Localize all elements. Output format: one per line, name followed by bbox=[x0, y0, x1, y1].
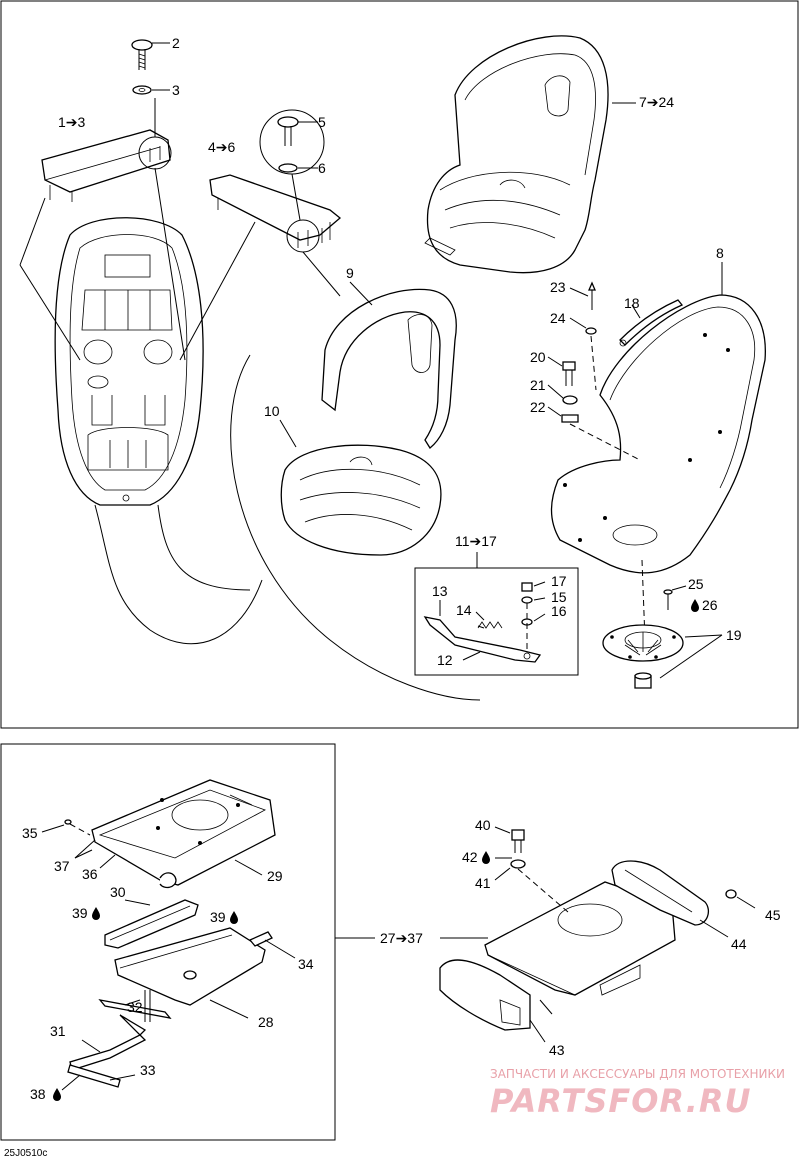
callout-28: 28 bbox=[258, 1014, 274, 1030]
callout-37: 37 bbox=[54, 858, 70, 874]
bolt-20 bbox=[562, 361, 576, 386]
callout-3: 3 bbox=[172, 82, 180, 98]
hinge-kit-frame bbox=[414, 567, 579, 676]
callout-35: 35 bbox=[22, 825, 38, 841]
seat-pad-4-6 bbox=[209, 174, 342, 253]
seat-shell-8 bbox=[550, 294, 766, 574]
backrest-9 bbox=[321, 288, 457, 449]
callout-33: 33 bbox=[140, 1062, 156, 1078]
oil-drop-icon bbox=[482, 851, 490, 864]
cap-45 bbox=[725, 889, 737, 899]
callout-42: 42 bbox=[462, 849, 478, 865]
bolt-2 bbox=[131, 39, 153, 70]
callout-41: 41 bbox=[475, 875, 491, 891]
side-cover-44 bbox=[611, 860, 709, 926]
callout-10: 10 bbox=[264, 403, 280, 419]
callout-30: 30 bbox=[110, 884, 126, 900]
washer-21 bbox=[562, 395, 578, 405]
callout-8: 8 bbox=[716, 245, 724, 261]
callout-31: 31 bbox=[50, 1023, 66, 1039]
pin-23 bbox=[588, 281, 596, 310]
seat-base-29 bbox=[91, 779, 276, 889]
callout-6: 6 bbox=[318, 160, 326, 176]
washer-6 bbox=[278, 163, 298, 173]
callout-39a: 39 bbox=[72, 905, 88, 921]
callout-9: 9 bbox=[346, 265, 354, 281]
callout-labels: 1➔3 2 3 4➔6 5 6 7➔24 8 9 10 11➔17 12 13 … bbox=[22, 35, 781, 1102]
callout-36: 36 bbox=[82, 866, 98, 882]
oil-drop-icon bbox=[691, 599, 699, 612]
oil-drop-icon bbox=[53, 1088, 61, 1101]
callout-18: 18 bbox=[624, 295, 640, 311]
callout-1-3: 1➔3 bbox=[58, 114, 86, 130]
callout-43: 43 bbox=[549, 1042, 565, 1058]
screw-25 bbox=[663, 589, 673, 610]
side-cover-43 bbox=[439, 959, 531, 1031]
oil-drop-icon bbox=[230, 911, 238, 924]
seat-assembly-7-24 bbox=[424, 35, 609, 274]
spring-14 bbox=[477, 621, 503, 629]
callout-21: 21 bbox=[530, 377, 546, 393]
callout-25: 25 bbox=[688, 576, 704, 592]
grip-33 bbox=[67, 1064, 121, 1088]
swivel-base-19 bbox=[602, 624, 684, 689]
callout-26: 26 bbox=[702, 597, 718, 613]
upper-panel-frame bbox=[0, 0, 799, 729]
callout-22: 22 bbox=[530, 399, 546, 415]
callout-5: 5 bbox=[318, 114, 326, 130]
callout-19: 19 bbox=[726, 627, 742, 643]
hull-illustration bbox=[54, 217, 204, 506]
callout-12: 12 bbox=[437, 652, 453, 668]
callout-38: 38 bbox=[30, 1086, 46, 1102]
callout-34: 34 bbox=[298, 956, 314, 972]
screw-35 bbox=[64, 819, 91, 836]
diagram-code: 25J0510c bbox=[4, 1148, 47, 1159]
callout-13: 13 bbox=[432, 583, 448, 599]
washer-24 bbox=[585, 327, 597, 335]
oil-drop-icon bbox=[92, 907, 100, 920]
trim-18 bbox=[619, 299, 684, 347]
washer-41 bbox=[510, 859, 526, 869]
seat-pad-1-3 bbox=[41, 129, 172, 202]
lower-left-panel-frame bbox=[0, 743, 336, 1141]
callout-44: 44 bbox=[731, 936, 747, 952]
callout-2: 2 bbox=[172, 35, 180, 51]
hinge-arm-12 bbox=[423, 616, 542, 663]
callout-40: 40 bbox=[475, 817, 491, 833]
nut-22 bbox=[561, 414, 579, 423]
lever-31 bbox=[69, 990, 172, 1071]
watermark-tagline: ЗАПЧАСТИ И АКСЕССУАРЫ ДЛЯ МОТОТЕХНИКИ bbox=[490, 1067, 785, 1081]
watermark-brand: PARTSFOR.RU bbox=[490, 1082, 751, 1120]
callout-39b: 39 bbox=[210, 909, 226, 925]
callout-7-24: 7➔24 bbox=[639, 94, 674, 110]
callout-4-6: 4➔6 bbox=[208, 139, 236, 155]
callout-45: 45 bbox=[765, 907, 781, 923]
callout-24: 24 bbox=[550, 310, 566, 326]
callout-11-17: 11➔17 bbox=[455, 533, 497, 549]
cushion-10 bbox=[280, 444, 442, 556]
bolt-5 bbox=[277, 116, 299, 146]
callout-14: 14 bbox=[456, 602, 472, 618]
callout-17: 17 bbox=[551, 573, 567, 589]
callout-20: 20 bbox=[530, 349, 546, 365]
slide-rail-28 bbox=[114, 927, 273, 1006]
hinge-hardware bbox=[521, 582, 533, 650]
bracket-30 bbox=[104, 899, 199, 949]
callout-27-37: 27➔37 bbox=[380, 930, 423, 946]
callout-23: 23 bbox=[550, 279, 566, 295]
callout-15: 15 bbox=[551, 589, 567, 605]
bolt-40 bbox=[511, 829, 525, 853]
washer-3 bbox=[132, 85, 152, 95]
callout-16: 16 bbox=[551, 603, 567, 619]
callout-32: 32 bbox=[127, 999, 143, 1015]
callout-29: 29 bbox=[267, 868, 283, 884]
